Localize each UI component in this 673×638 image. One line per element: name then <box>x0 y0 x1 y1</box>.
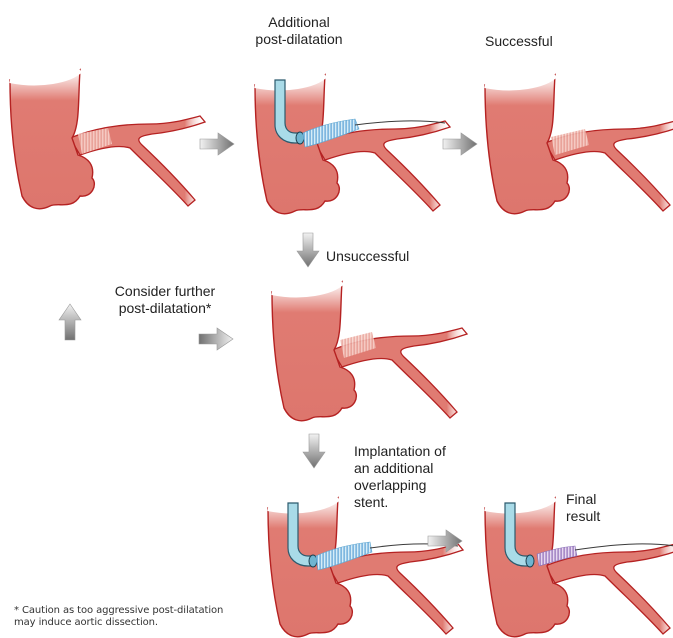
label-line: overlapping <box>354 477 427 493</box>
label-unsuccessful: Unsuccessful <box>326 248 410 264</box>
stent <box>551 129 589 155</box>
guidewire <box>574 543 673 551</box>
overlapping-stents <box>536 545 578 567</box>
footnote-line: may induce aortic dissection. <box>14 617 158 628</box>
label-line: post-dilatation* <box>118 300 212 316</box>
label-line: Consider further <box>114 283 216 299</box>
vessel-scene-successful <box>475 25 673 215</box>
catheter-tip <box>308 554 318 568</box>
vessel-scene-unsuccessful <box>262 232 472 422</box>
label-line: an additional <box>354 460 434 476</box>
balloon <box>302 118 360 148</box>
label-implantation: Implantation of an additional overlappin… <box>354 443 446 511</box>
vessel-scene-post-dilatation <box>245 25 455 215</box>
guidewire <box>354 120 446 126</box>
arrow-down <box>302 433 326 469</box>
footnote-line: * Caution as too aggressive post-dilatat… <box>14 605 224 616</box>
label-final-result: Final result <box>566 491 600 525</box>
label-line: post-dilatation <box>255 31 343 47</box>
label-consider-further: Consider further post-dilatation* <box>95 283 235 317</box>
vessel-scene-initial <box>0 20 210 210</box>
overlapping-stent-balloon <box>315 541 373 571</box>
arrow-right <box>442 132 478 156</box>
label-line: result <box>566 508 601 524</box>
label-line: Additional <box>268 14 330 30</box>
arrow-right <box>199 132 235 156</box>
stent <box>340 332 376 358</box>
arrow-right <box>427 529 463 553</box>
label-line: stent. <box>354 494 389 510</box>
footnote: * Caution as too aggressive post-dilatat… <box>14 605 223 629</box>
label-line: Implantation of <box>354 443 446 459</box>
label-additional-post-dilatation: Additional post-dilatation <box>244 14 354 48</box>
label-successful: Successful <box>485 33 553 49</box>
label-line: Final <box>566 491 597 507</box>
catheter-tip <box>295 131 305 145</box>
arrow-down <box>296 232 320 268</box>
vessel-scene-final-result <box>475 448 673 638</box>
arrow-up <box>58 303 82 341</box>
arrow-left <box>198 327 234 351</box>
catheter-tip <box>525 554 535 568</box>
stent <box>78 128 112 154</box>
